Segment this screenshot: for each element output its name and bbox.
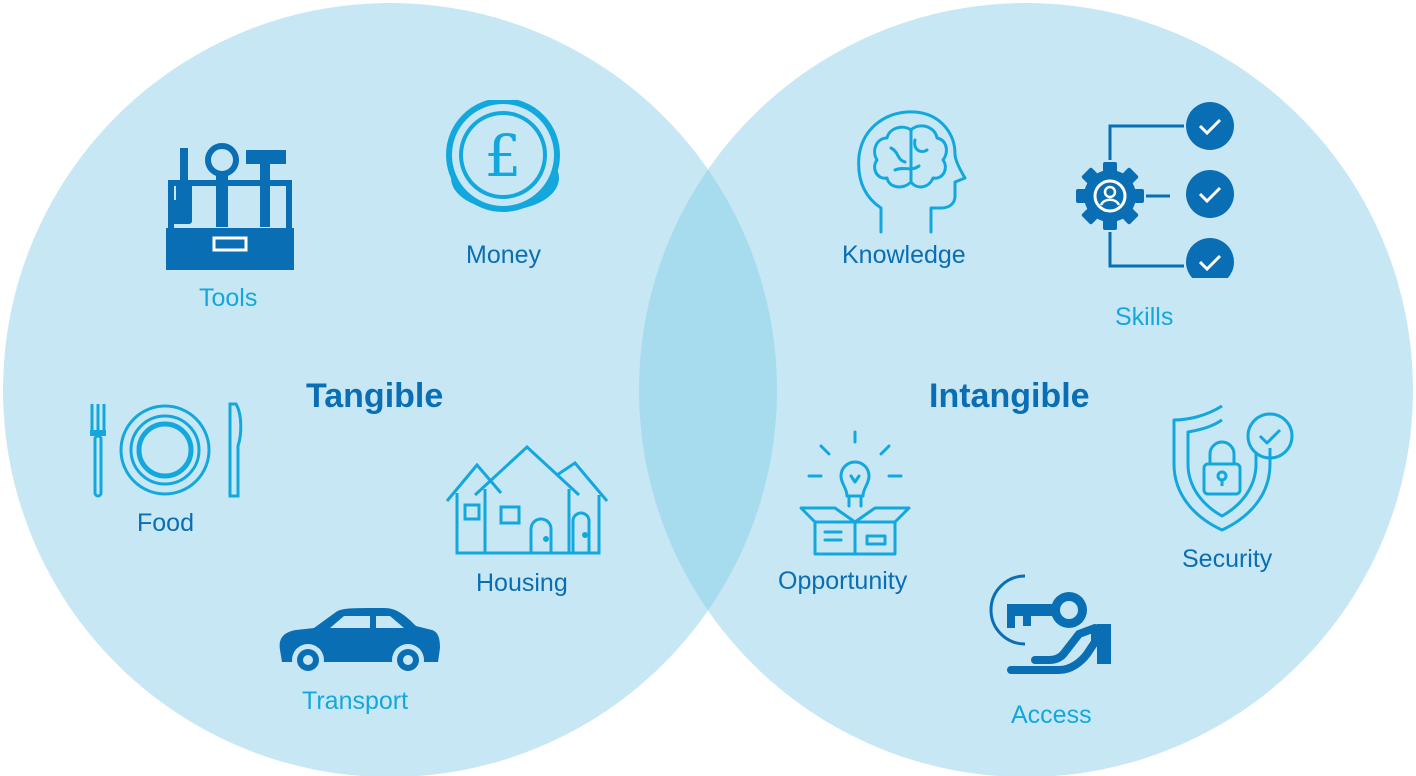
plate-cutlery-icon bbox=[90, 402, 243, 498]
toolbox-icon bbox=[166, 143, 294, 270]
transport-label: Transport bbox=[302, 687, 409, 715]
food-label: Food bbox=[137, 509, 194, 537]
shield-lock-icon bbox=[1172, 404, 1294, 532]
pound-coin-icon: £ bbox=[446, 100, 560, 212]
gear-checklist-icon bbox=[1076, 102, 1234, 278]
brain-head-icon bbox=[857, 110, 967, 234]
access-label: Access bbox=[1011, 701, 1092, 729]
key-hand-icon bbox=[989, 574, 1111, 674]
svg-text:£: £ bbox=[485, 122, 522, 190]
money-label: Money bbox=[466, 241, 542, 269]
housing-label: Housing bbox=[476, 569, 568, 597]
houses-icon bbox=[445, 445, 609, 555]
intangible-heading: Intangible bbox=[929, 377, 1090, 415]
opportunity-label: Opportunity bbox=[778, 567, 908, 595]
lightbulb-box-icon bbox=[799, 430, 911, 556]
car-icon bbox=[279, 608, 440, 676]
tangible-circle bbox=[3, 3, 777, 776]
tangible-heading: Tangible bbox=[306, 377, 444, 415]
skills-label: Skills bbox=[1115, 303, 1174, 331]
security-label: Security bbox=[1182, 545, 1273, 573]
tools-label: Tools bbox=[199, 284, 258, 312]
knowledge-label: Knowledge bbox=[842, 241, 966, 269]
